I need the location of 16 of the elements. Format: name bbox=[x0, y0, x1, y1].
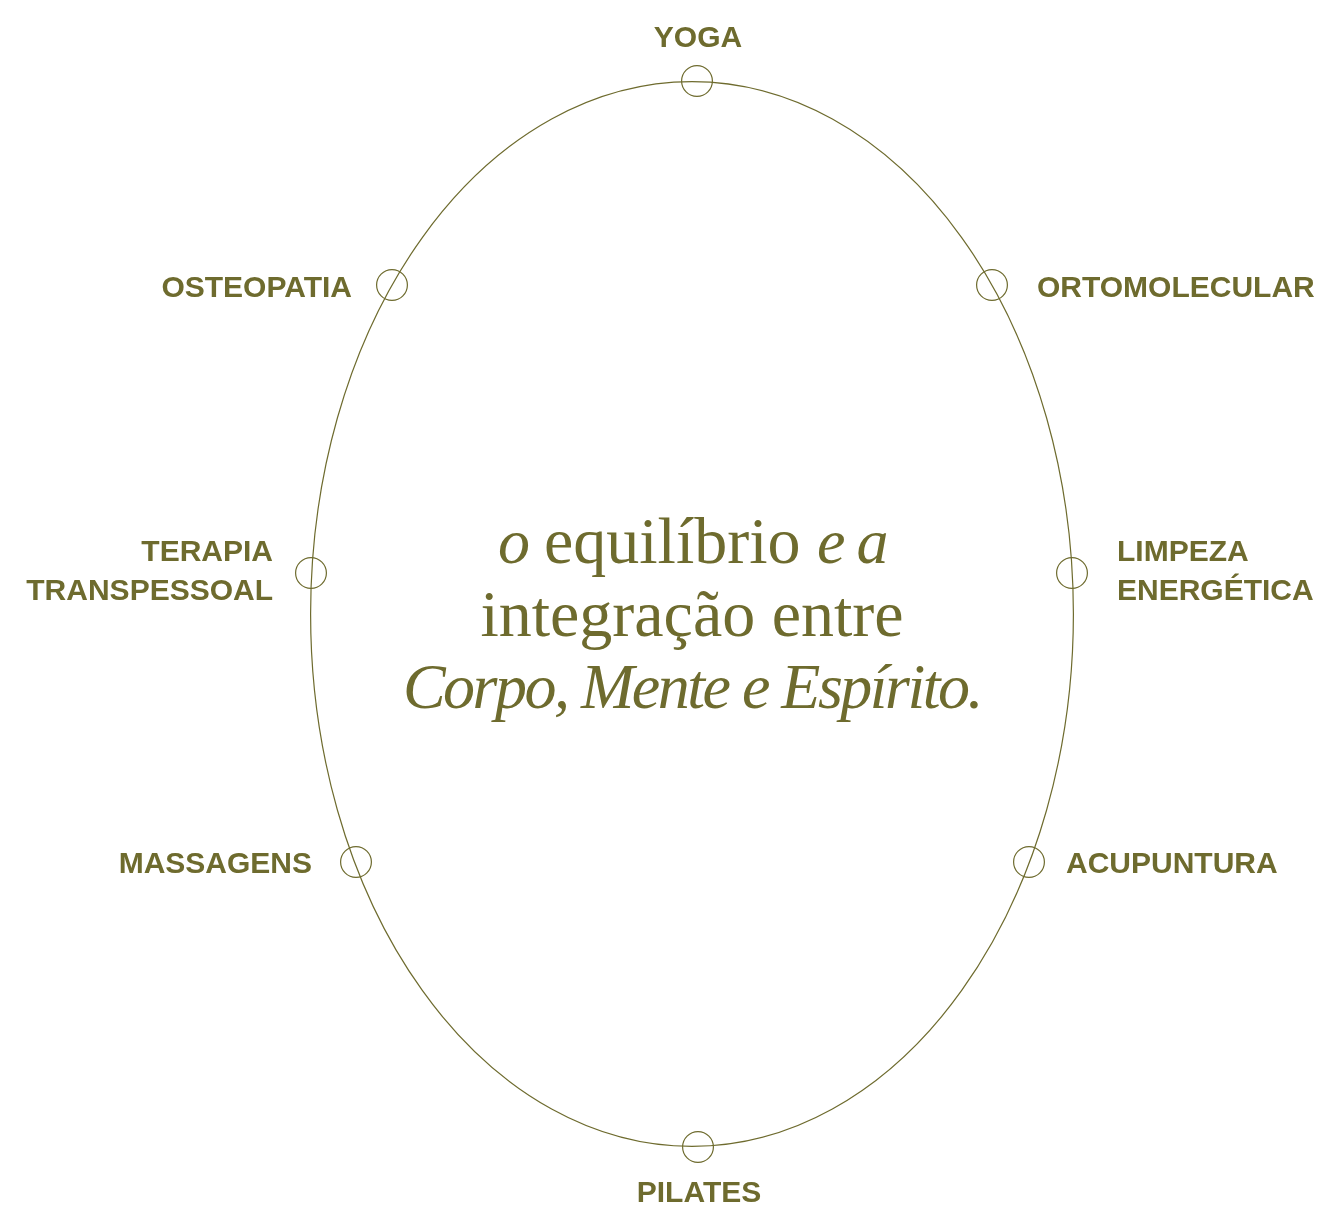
therapy-label: YOGA bbox=[653, 19, 743, 55]
ring-icon bbox=[295, 557, 327, 589]
ring-icon bbox=[681, 65, 713, 97]
ring-icon bbox=[376, 269, 408, 301]
therapy-label: ORTOMOLECULAR bbox=[1037, 269, 1315, 305]
therapy-label: PILATES bbox=[636, 1174, 762, 1210]
ring-icon bbox=[1056, 557, 1088, 589]
ring-icon bbox=[976, 269, 1008, 301]
therapy-label: TERAPIA TRANSPESSOAL bbox=[25, 533, 273, 608]
therapy-label: ACUPUNTURA bbox=[1066, 845, 1278, 881]
therapy-label: OSTEOPATIA bbox=[161, 269, 352, 305]
ring-icon bbox=[1013, 846, 1045, 878]
therapy-label: MASSAGENS bbox=[118, 845, 312, 881]
therapy-label: LIMPEZA ENERGÉTICA bbox=[1117, 533, 1315, 608]
tagline-text: o equilíbrio e a integração entre Corpo, Mente e Espírito. bbox=[401, 505, 983, 723]
ring-icon bbox=[682, 1131, 714, 1163]
